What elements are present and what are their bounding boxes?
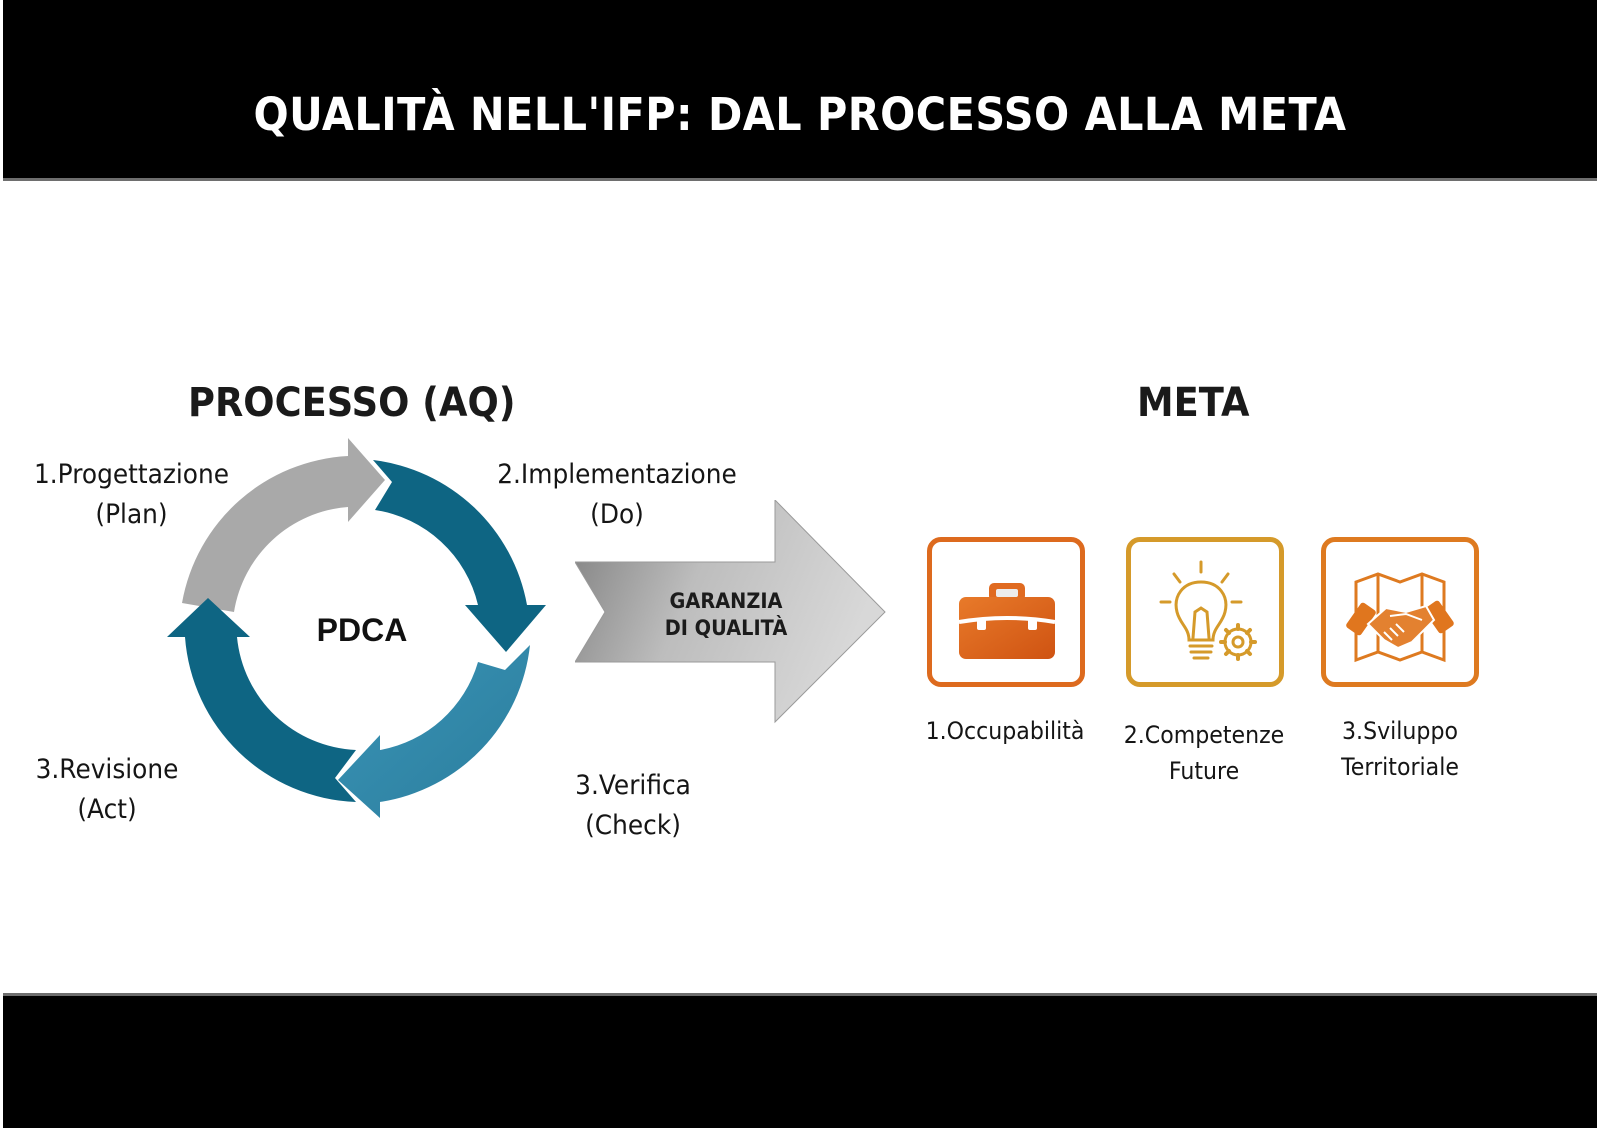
pdca-arrow-act: [167, 598, 356, 802]
arrow-label-line1: GARANZIA: [669, 589, 783, 613]
step-label-plan: 1.Progettazione (Plan): [23, 455, 239, 535]
pdca-arrow-check-body: [338, 645, 530, 818]
lightbulb-gear-icon: [1159, 560, 1257, 661]
footer-bar: [3, 993, 1597, 1128]
quality-assurance-arrow: [575, 500, 886, 724]
step-label-act: 3.Revisione (Act): [20, 750, 195, 830]
goal-title: 1.Occupabilità: [925, 717, 1085, 745]
page-title: QUALITÀ NELL'IFP: DAL PROCESSO ALLA META: [253, 88, 1347, 141]
pdca-cycle-diagram: [167, 438, 546, 818]
step-subtitle: (Plan): [95, 499, 168, 530]
pdca-arrow-plan: [182, 438, 385, 612]
goal-title: 2.Competenze: [1123, 721, 1285, 749]
handshake-map-icon: [1346, 572, 1454, 663]
arrow-shape: [575, 500, 886, 724]
goal-label-territorial-development: 3.Sviluppo Territoriale: [1308, 713, 1492, 785]
pdca-center-label: PDCA: [316, 612, 408, 648]
goal-title: 3.Sviluppo: [1342, 717, 1458, 745]
goal-card-future-skills: [1126, 537, 1284, 687]
step-subtitle: (Check): [585, 810, 681, 841]
step-title: 1.Progettazione: [33, 459, 230, 490]
goal-subtitle: Future: [1168, 757, 1240, 785]
step-title: 3.Verifica: [575, 770, 691, 801]
process-heading: PROCESSO (AQ): [188, 380, 516, 426]
goal-label-occupability: 1.Occupabilità: [908, 713, 1101, 749]
quality-assurance-label: GARANZIA DI QUALITÀ: [643, 588, 809, 642]
step-subtitle: (Act): [77, 794, 137, 825]
briefcase-icon: [958, 583, 1056, 659]
goal-card-territorial-development: [1321, 537, 1479, 687]
goal-label-future-skills: 2.Competenze Future: [1112, 717, 1296, 789]
step-label-check: 3.Verifica (Check): [555, 766, 711, 846]
arrow-label-line2: DI QUALITÀ: [664, 616, 788, 640]
step-subtitle: (Do): [590, 499, 644, 530]
step-label-do: 2.Implementazione (Do): [484, 455, 751, 535]
goal-card-occupability: [927, 537, 1085, 687]
pdca-arrow-do: [373, 460, 546, 652]
header-bar: QUALITÀ NELL'IFP: DAL PROCESSO ALLA META: [3, 0, 1597, 181]
goal-heading: META: [1137, 380, 1250, 426]
step-title: 2.Implementazione: [497, 459, 737, 490]
goal-subtitle: Territoriale: [1341, 753, 1459, 781]
step-title: 3.Revisione: [35, 754, 179, 785]
